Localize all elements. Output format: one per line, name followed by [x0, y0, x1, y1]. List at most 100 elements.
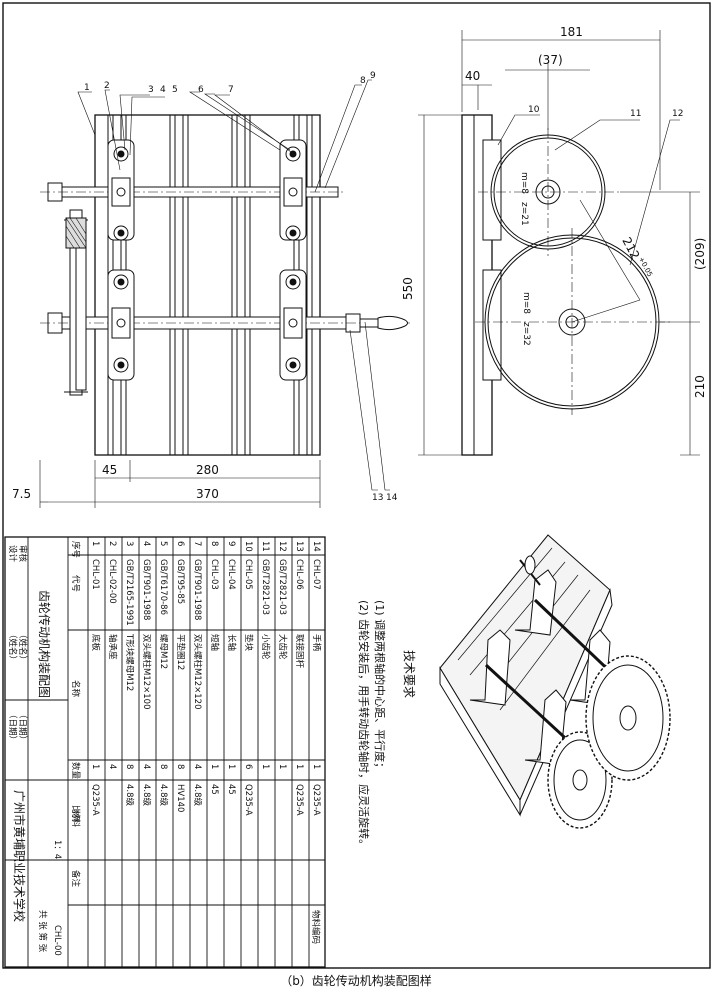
callout-12: 12: [672, 109, 683, 119]
iso-gears: [547, 655, 671, 829]
dim-181: 181: [560, 25, 583, 39]
bom-qty: 4: [107, 764, 117, 769]
bom-qty: 8: [158, 764, 168, 769]
gears-edge-view: [64, 209, 88, 396]
bom-header-material: 材料: [70, 810, 81, 828]
bom-code: GB/T2821-03: [260, 559, 270, 615]
bom-qty: 1: [209, 764, 219, 769]
dim-40: 40: [465, 69, 480, 83]
bom-name: 手柄: [311, 634, 322, 652]
small-gear-teeth: z=21: [519, 202, 529, 226]
bom-seq: 3: [124, 541, 134, 546]
bom-code: CHL-02-00: [107, 559, 117, 604]
bearing-seats: [107, 139, 307, 381]
bom-seq: 8: [209, 541, 219, 546]
drawing-number: CHL-00: [52, 925, 62, 956]
bom-seq: 4: [141, 541, 151, 546]
bom-seq: 7: [192, 541, 202, 546]
bom-header-name: 名称: [70, 680, 81, 698]
dim-209: (209): [693, 238, 707, 270]
bom-material: 4.8级: [192, 784, 203, 807]
bom-code: GB/T2821-03: [277, 559, 287, 615]
front-dim-lines: [39, 460, 321, 508]
tech-requirement-2: (2) 齿轮安装后，用手转动齿轮轴时，应灵活旋转。: [357, 600, 371, 850]
bom-seq: 6: [175, 541, 185, 546]
bom-name: 长轴: [226, 634, 237, 651]
bom-qty: 1: [294, 764, 304, 769]
callout-5: 5: [172, 85, 178, 95]
bom-name: 螺母M12: [158, 634, 169, 669]
bom-qty: 1: [311, 764, 321, 769]
isometric-view: [439, 534, 642, 817]
bom-seq: 2: [107, 541, 117, 546]
bom-name: 底板: [90, 634, 101, 652]
reviewer-label: 审核: [17, 545, 28, 563]
bom-qty: 1: [277, 764, 287, 769]
large-gear-module: m=8: [521, 292, 531, 314]
bom-code: GB/T95-85: [175, 559, 185, 604]
callout-2: 2: [104, 81, 110, 91]
dim-7-5: 7.5: [12, 487, 31, 501]
bom-qty: 6: [243, 764, 253, 769]
tech-requirement-1: (1) 调整两根轴的中心距、平行度；: [373, 600, 387, 773]
bom-code: CHL-06: [294, 559, 304, 590]
callout-6: 6: [198, 85, 204, 95]
bom-qty: 8: [175, 764, 185, 769]
drawing-title: 齿轮传动机构装配图: [37, 590, 52, 698]
stud-nuts: [113, 146, 301, 373]
bom-seq: 13: [294, 541, 304, 552]
bom-code: CHL-03: [209, 559, 219, 590]
bom-code: CHL-05: [243, 559, 253, 590]
bom-material: Q235-A: [243, 784, 253, 816]
bom-code: CHL-01: [90, 559, 100, 590]
bom-material: 4.8级: [124, 784, 135, 807]
bom-name: T形块螺母M12: [124, 633, 135, 691]
callout-14: 14: [386, 493, 398, 503]
bom-material: Q235-A: [90, 784, 100, 816]
side-dim-lines: [418, 30, 700, 456]
bom-qty: 4: [141, 764, 151, 769]
callout-1: 1: [84, 83, 90, 93]
scale-value: 1：4: [52, 840, 62, 859]
bom-material: 4.8级: [158, 784, 169, 807]
bom-name: 平垫圈12: [175, 634, 186, 670]
tech-requirements: 技术要求: [402, 650, 416, 698]
small-gear: [478, 128, 620, 256]
sheet-info: 共 张 第 张: [37, 910, 48, 953]
designer-name: （姓名）: [7, 630, 18, 664]
bom-qty: 1: [226, 764, 236, 769]
bom-seq: 14: [311, 541, 321, 552]
bom-qty: 8: [124, 764, 134, 769]
large-gear-teeth: z=32: [521, 322, 531, 346]
bom-material: 45: [226, 784, 236, 795]
reviewer-name: （姓名）: [17, 630, 28, 664]
reviewer-date: （日期）: [17, 710, 28, 744]
large-gear: [475, 228, 670, 415]
figure-caption: （b）齿轮传动机构装配图样: [280, 973, 432, 988]
t-slots: [107, 114, 313, 456]
bom-code: GB/T901-1988: [141, 559, 151, 620]
bom-material: Q235-A: [294, 784, 304, 816]
bom-code: CHL-07: [311, 559, 321, 590]
bom-extra-column: 物料编码: [310, 910, 321, 944]
scale-label: 比例: [70, 805, 81, 822]
front-view: [39, 79, 410, 508]
side-view: [418, 30, 700, 456]
bom-code: GB/T901-1988: [192, 559, 202, 620]
title-block-and-bom: [4, 536, 326, 968]
school-name: 广州市黄埔职业技术学校: [12, 790, 27, 922]
bom-seq: 11: [260, 541, 270, 552]
callout-7: 7: [228, 85, 234, 95]
designer-date: （日期）: [7, 710, 18, 744]
dim-45: 45: [102, 463, 117, 477]
callout-9: 9: [370, 71, 376, 81]
crank-handle: [359, 315, 408, 331]
callout-11: 11: [630, 109, 641, 119]
bom-material: 4.8级: [141, 784, 152, 807]
drawing-frame: [2, 2, 711, 969]
bom-seq: 5: [158, 541, 168, 546]
bom-code: CHL-04: [226, 559, 236, 590]
bom-name: 联接固杆: [294, 634, 305, 669]
bom-qty: 4: [192, 764, 202, 769]
bom-material: HV140: [175, 784, 185, 812]
